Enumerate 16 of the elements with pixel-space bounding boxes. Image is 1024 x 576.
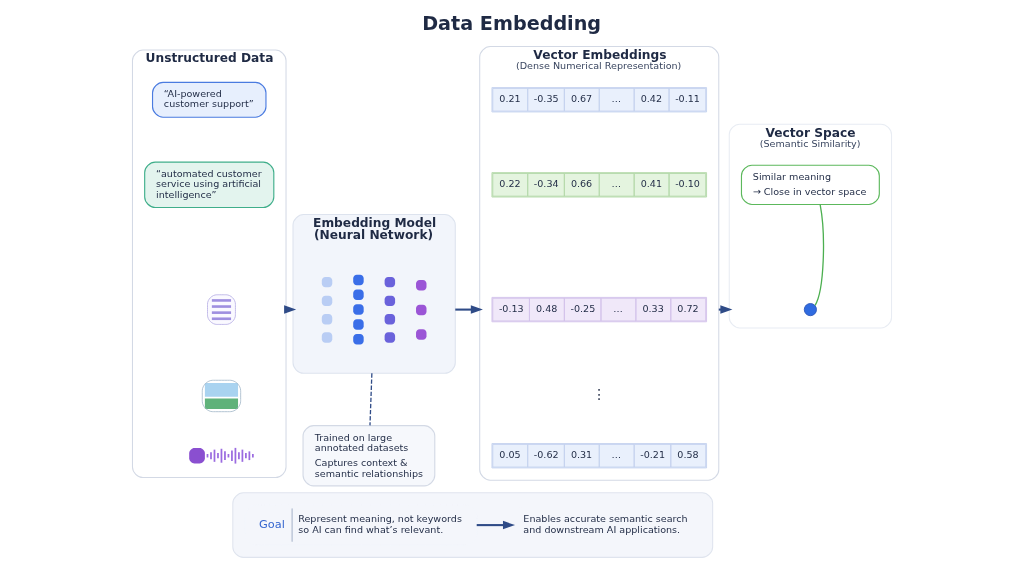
node-label: Goal: [258, 517, 285, 532]
cluster: [232, 492, 714, 558]
node-circle: [803, 303, 817, 317]
node-box: “AI-powered customer support”: [151, 81, 267, 118]
diagram-title: Data Embedding: [422, 11, 602, 35]
node-box: Similar meaning → Close in vector space: [740, 164, 880, 206]
node-box: Trained on large annotated datasets Captures context & semantic relationships: [302, 425, 436, 487]
connector: [369, 372, 373, 427]
arrow: [476, 520, 516, 530]
node-text: Enables accurate semantic search and downstream AI applications.: [523, 513, 688, 535]
node-box: “automated customer service using artificial intelligence”: [144, 161, 275, 209]
arrow: [455, 305, 483, 314]
node-label: Represent meaning, not keywords so AI can find what’s relevant.: [298, 513, 462, 535]
cluster: Embedding Model (Neural Network): [292, 213, 456, 374]
connector: [814, 204, 825, 306]
label: ⋮: [592, 386, 607, 403]
